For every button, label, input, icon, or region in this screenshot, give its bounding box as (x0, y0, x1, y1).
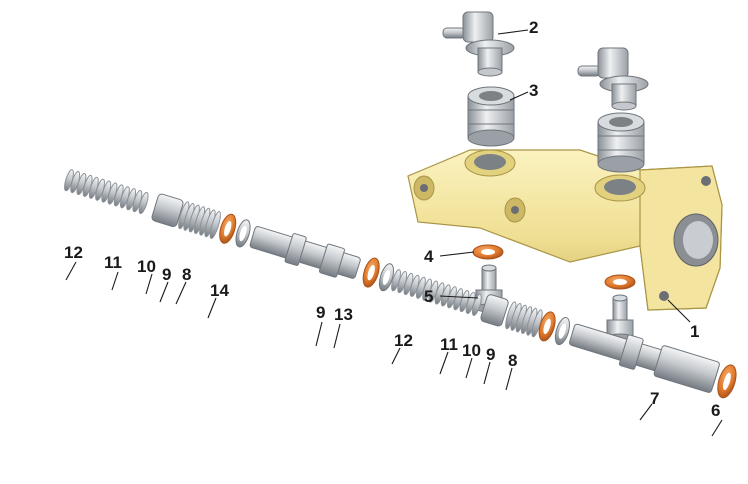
reservoir-fitting-right (577, 47, 649, 111)
piston-primary (249, 226, 361, 279)
stop-screw-washer-left (472, 244, 504, 260)
callout-11-secondary: 11 (440, 335, 458, 354)
return-spring-secondary (391, 269, 482, 316)
spring-cup-primary (151, 193, 184, 228)
callout-1: 1 (690, 322, 699, 341)
spacer-ring-middle (378, 263, 395, 292)
return-spring-primary (64, 169, 149, 215)
leader-lines (65, 29, 723, 437)
callout-5: 5 (424, 287, 433, 306)
reservoir-grommet-left (467, 86, 515, 147)
piston-seal-middle (362, 257, 380, 288)
callout-9-secondary: 9 (486, 345, 495, 364)
spacer-ring-primary (235, 219, 251, 248)
spacer-ring-secondary (554, 317, 570, 346)
spring-cup-secondary (480, 294, 509, 327)
callout-4: 4 (424, 247, 434, 266)
callout-11-primary: 11 (104, 253, 122, 272)
callout-8-primary: 8 (182, 265, 191, 284)
callout-12-secondary: 12 (394, 331, 413, 350)
piston-seal-secondary (538, 311, 556, 342)
spring-coil (209, 211, 221, 239)
callout-2: 2 (529, 18, 538, 37)
callout-labels: 1 2 3 4 5 6 7 8 8 9 9 9 10 10 11 11 12 1… (64, 18, 720, 420)
callout-9-primary: 9 (162, 265, 171, 284)
spring-coil (471, 293, 482, 316)
spring-small-secondary (505, 301, 543, 338)
cylinder-housing (407, 149, 723, 311)
callout-14: 14 (210, 281, 229, 300)
piston-seal-primary (219, 213, 237, 244)
callout-9-middle: 9 (316, 303, 325, 322)
piston-secondary (569, 323, 720, 393)
callout-6: 6 (711, 401, 720, 420)
callout-8-secondary: 8 (508, 351, 517, 370)
reservoir-fitting-left (442, 11, 515, 77)
piston-seal-end (717, 364, 737, 399)
callout-10-primary: 10 (137, 257, 156, 276)
callout-13: 13 (334, 305, 353, 324)
callout-7: 7 (650, 389, 659, 408)
stop-screw-washer-right (604, 274, 636, 290)
callout-3: 3 (529, 81, 538, 100)
reservoir-grommet-right (597, 112, 645, 173)
spring-small-primary (178, 201, 221, 239)
spring-coil (138, 191, 149, 215)
callout-10-secondary: 10 (462, 341, 481, 360)
callout-12-primary: 12 (64, 243, 83, 262)
